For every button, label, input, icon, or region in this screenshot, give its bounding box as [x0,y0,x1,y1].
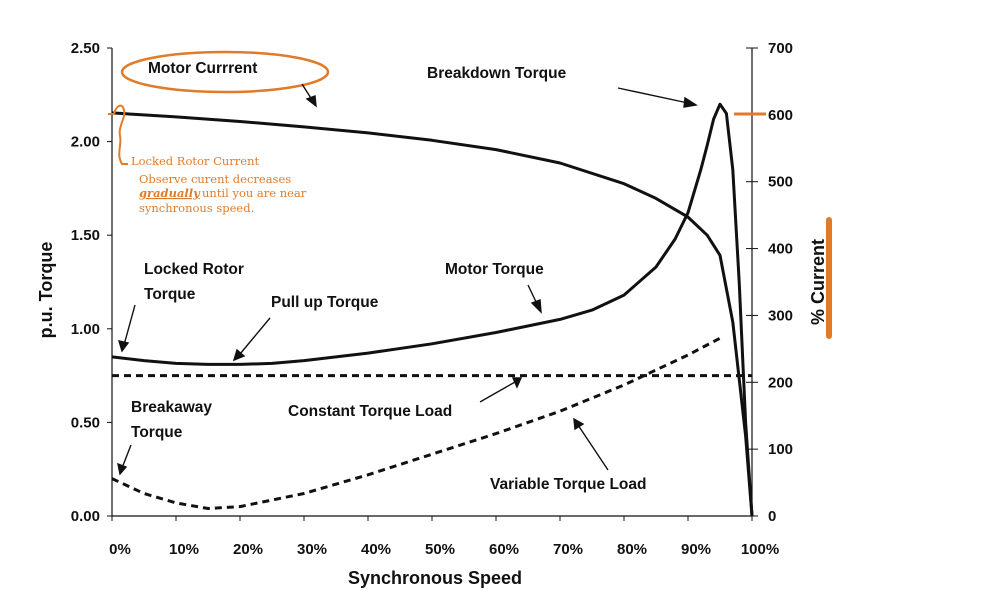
axes [107,47,758,521]
y-tick-label: 2.00 [71,134,100,151]
annotation-arrows [117,83,698,476]
y-tick-label: 0.50 [71,414,100,431]
series [111,102,754,517]
y-tick-label: 1.00 [71,321,100,338]
y2-tick-label: 300 [768,307,793,324]
motor-current-line [111,111,754,517]
y-tick-label: 0.00 [71,508,100,525]
motor-current-label: Motor Currrent [148,60,257,77]
locked-rotor-current-note: Locked Rotor Current [131,154,259,168]
breakaway-torque-label-line1: Breakaway [131,399,212,416]
locked-rotor-torque-label-line1: Locked Rotor [144,261,244,278]
observe-note-line1: Observe curent decreases [139,172,291,186]
y-tick-label: 1.50 [71,227,100,244]
motor-current-highlight-ellipse [120,50,330,94]
variable-torque-load-label: Variable Torque Load [490,476,646,493]
x-tick-label: 100% [741,541,779,558]
y-axis-title: p.u. Torque [36,242,56,339]
x-tick-label: 20% [233,541,263,558]
x-tick-label: 90% [681,541,711,558]
tick-labels: 0% 10% 20% 30% 40% 50% 60% 70% 80% 90% 100% 0.00 0.5… [71,40,793,558]
y2-tick-label: 0 [768,508,776,525]
x-tick-label: 60% [489,541,519,558]
y2-tick-label: 600 [768,107,793,124]
motor-torque-line [111,102,754,517]
y2-tick-label: 500 [768,174,793,191]
y2-tick-label: 700 [768,40,793,57]
x-tick-label: 80% [617,541,647,558]
observe-note-line3: synchronous speed. [139,201,254,215]
observe-note-emphasis: gradually [139,186,201,200]
constant-torque-load-label: Constant Torque Load [288,403,452,420]
y-tick-label: 2.50 [71,40,100,57]
observe-note-line2: until you are near [202,186,307,200]
x-axis-title: Synchronous Speed [348,568,522,588]
y2-axis-title: % Current [808,239,828,325]
motor-torque-label: Motor Torque [445,261,544,278]
x-tick-label: 30% [297,541,327,558]
x-tick-label: 70% [553,541,583,558]
x-tick-label: 0% [109,541,131,558]
breakdown-torque-label: Breakdown Torque [427,65,567,82]
variable-torque-load-line [111,336,721,510]
x-tick-label: 40% [361,541,391,558]
x-tick-label: 50% [425,541,455,558]
locked-rotor-current-brace [108,104,128,165]
y2-tick-label: 100 [768,441,793,458]
y2-tick-label: 200 [768,374,793,391]
x-tick-label: 10% [169,541,199,558]
locked-rotor-torque-label-line2: Torque [144,286,196,303]
y2-tick-label: 400 [768,241,793,258]
breakaway-torque-label-line2: Torque [131,424,183,441]
pull-up-torque-label: Pull up Torque [271,294,379,311]
